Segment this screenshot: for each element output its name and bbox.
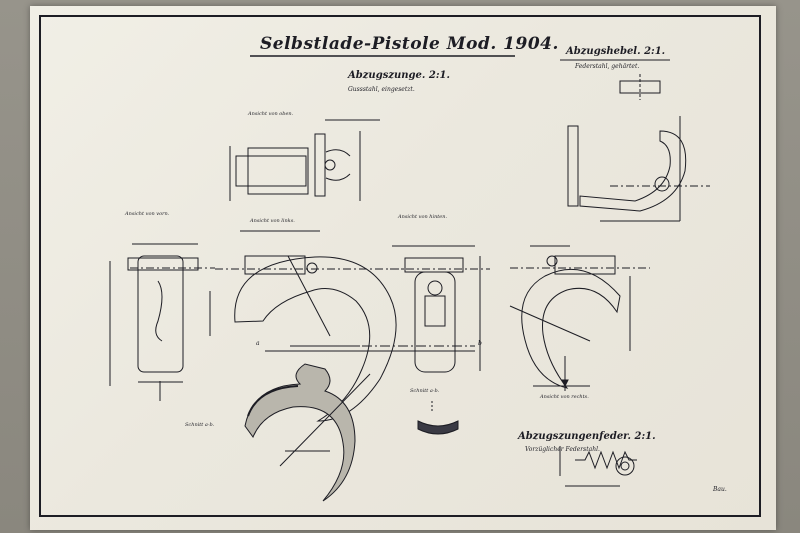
view-label-back: Ansicht von hinten.	[398, 214, 448, 220]
lever-views	[567, 74, 710, 222]
view-label-right: Ansicht von rechts.	[540, 394, 589, 400]
drawing-title: Selbstlade-Pistole Mod. 1904.	[260, 34, 559, 54]
section-note-trigger: Gussstahl, eingesetzt.	[348, 86, 415, 93]
view-label-top: Ansicht von oben.	[248, 111, 294, 117]
part-right-view	[509, 245, 650, 391]
signature: Bau.	[713, 486, 727, 493]
section-mark-a: a	[256, 340, 260, 347]
section-note-spring: Vorzüglicher Federstahl.	[525, 446, 600, 453]
part-front-view	[109, 243, 215, 401]
view-label-cut-small: Schnitt a-b.	[410, 388, 440, 394]
section-ab-large	[244, 363, 371, 502]
view-label-left: Ansicht von links.	[250, 218, 295, 224]
part-top-view	[229, 119, 380, 201]
section-heading-trigger: Abzugszunge. 2:1.	[348, 70, 450, 81]
section-heading-lever: Abzugshebel. 2:1.	[566, 46, 666, 57]
section-mark-b: b	[478, 340, 482, 347]
view-label-front: Ansicht von vorn.	[125, 211, 170, 217]
view-label-cut-large: Schnitt a-b.	[185, 422, 215, 428]
drawing-sheet: Selbstlade-Pistole Mod. 1904. Abzugszung…	[30, 6, 776, 530]
part-back-view	[390, 245, 490, 373]
drawing-border	[39, 15, 761, 517]
section-ab-small	[417, 401, 459, 435]
spring-drawing	[559, 446, 637, 487]
technical-drawing	[39, 15, 761, 517]
drawing-linework	[109, 74, 710, 502]
section-note-lever: Federstahl, gehärtet.	[575, 63, 640, 70]
section-heading-spring: Abzugszungenfeder. 2:1.	[518, 431, 656, 442]
